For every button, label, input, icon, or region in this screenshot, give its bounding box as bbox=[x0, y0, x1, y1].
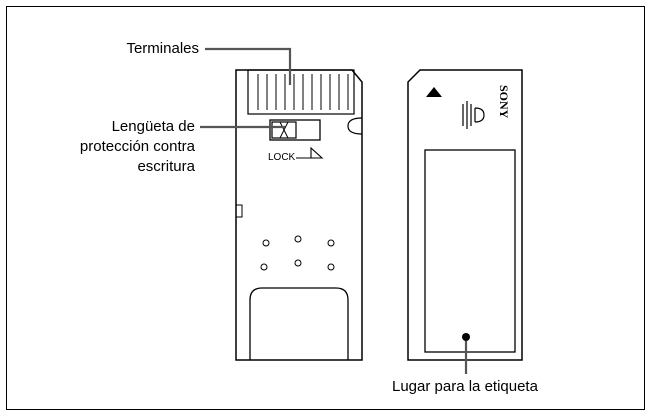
label-area-rect bbox=[424, 149, 516, 353]
figure-frame bbox=[6, 6, 645, 410]
label-area-dot bbox=[462, 333, 470, 341]
label-terminals: Terminales bbox=[126, 40, 199, 57]
card-back bbox=[235, 69, 363, 361]
sony-logo: SONY bbox=[497, 85, 511, 119]
label-write-protect-line1: Lengüeta de bbox=[111, 118, 195, 135]
terminal-block bbox=[247, 69, 355, 115]
terminals bbox=[257, 74, 349, 110]
label-write-protect-line3: escritura bbox=[137, 158, 195, 175]
lock-arrow-icon bbox=[296, 146, 324, 159]
contact-dots bbox=[260, 235, 335, 271]
memory-stick-logo-icon bbox=[462, 101, 485, 129]
label-write-protect-line2: protección contra bbox=[79, 138, 195, 155]
insert-arrow-icon bbox=[426, 87, 442, 97]
write-protect-tab bbox=[269, 119, 321, 141]
lock-label: LOCK bbox=[268, 152, 296, 163]
side-mark bbox=[235, 204, 243, 218]
leader-lines bbox=[200, 47, 468, 374]
label-label-area: Lugar para la etiqueta bbox=[392, 378, 538, 395]
leader-terminals bbox=[205, 47, 292, 85]
side-notch bbox=[347, 117, 363, 135]
bottom-grip bbox=[249, 287, 349, 360]
